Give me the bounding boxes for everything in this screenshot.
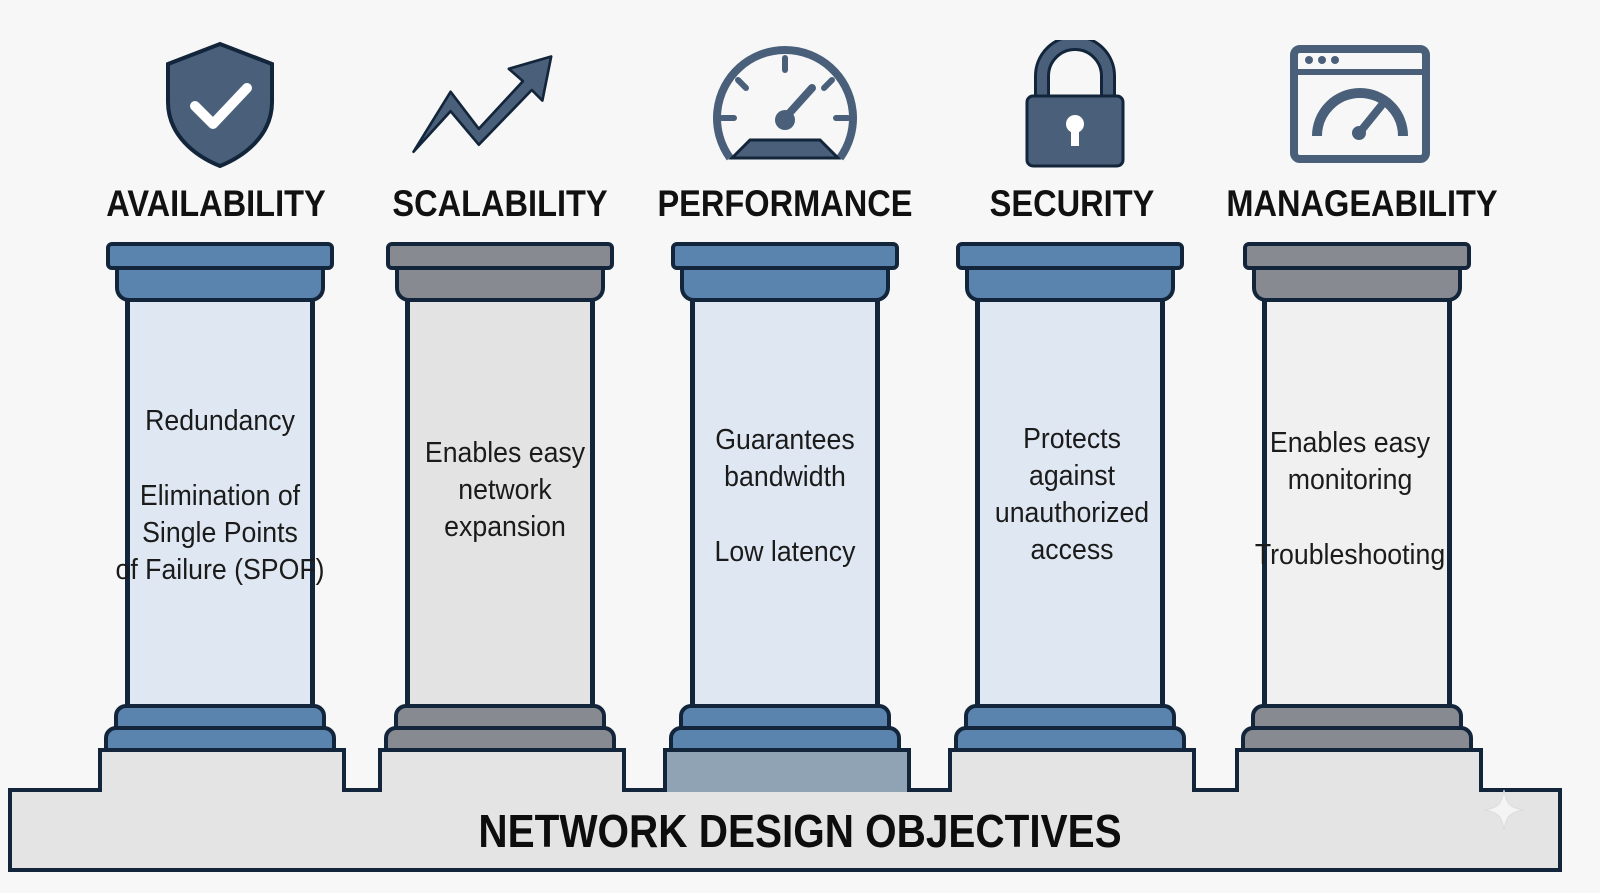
pillar-capital-neck <box>1252 268 1462 302</box>
sparkle-icon <box>1483 789 1525 831</box>
pillar-base-ring <box>1241 726 1473 752</box>
pillar-capital-neck <box>115 268 325 302</box>
pillar-plinth <box>663 748 911 792</box>
pillar-shaft <box>690 298 880 708</box>
pillar-base-ring <box>384 726 616 752</box>
pillar-plinth <box>98 748 346 792</box>
pillar-title-availability: AVAILABILITY <box>106 183 326 224</box>
browser-dashboard-icon <box>1290 45 1430 163</box>
pillar-capital <box>956 242 1184 270</box>
pillar-base-ring <box>669 726 901 752</box>
pillar-capital <box>671 242 899 270</box>
shield-check-icon <box>166 41 274 169</box>
pillar-capital <box>386 242 614 270</box>
pillar-base-ring <box>954 726 1186 752</box>
foundation-title: NETWORK DESIGN OBJECTIVES <box>478 805 1122 857</box>
padlock-icon <box>1025 40 1125 168</box>
pillar-title-manageability: MANAGEABILITY <box>1226 183 1498 224</box>
pillar-title-performance: PERFORMANCE <box>657 183 913 224</box>
pillar-shaft <box>125 298 315 708</box>
pillar-capital-neck <box>395 268 605 302</box>
pillar-capital <box>106 242 334 270</box>
pillar-title-security: SECURITY <box>989 183 1155 224</box>
trending-up-arrow-icon <box>412 55 553 154</box>
pillar-plinth <box>1235 748 1483 792</box>
speedometer-icon <box>713 46 857 161</box>
pillar-shaft <box>975 298 1165 708</box>
pillar-shaft <box>1262 298 1452 708</box>
pillar-capital <box>1243 242 1471 270</box>
pillar-plinth <box>378 748 626 792</box>
pillar-plinth <box>948 748 1196 792</box>
pillar-base-ring <box>104 726 336 752</box>
pillar-shaft <box>405 298 595 708</box>
pillar-capital-neck <box>680 268 890 302</box>
pillar-capital-neck <box>965 268 1175 302</box>
pillar-title-scalability: SCALABILITY <box>392 183 608 224</box>
